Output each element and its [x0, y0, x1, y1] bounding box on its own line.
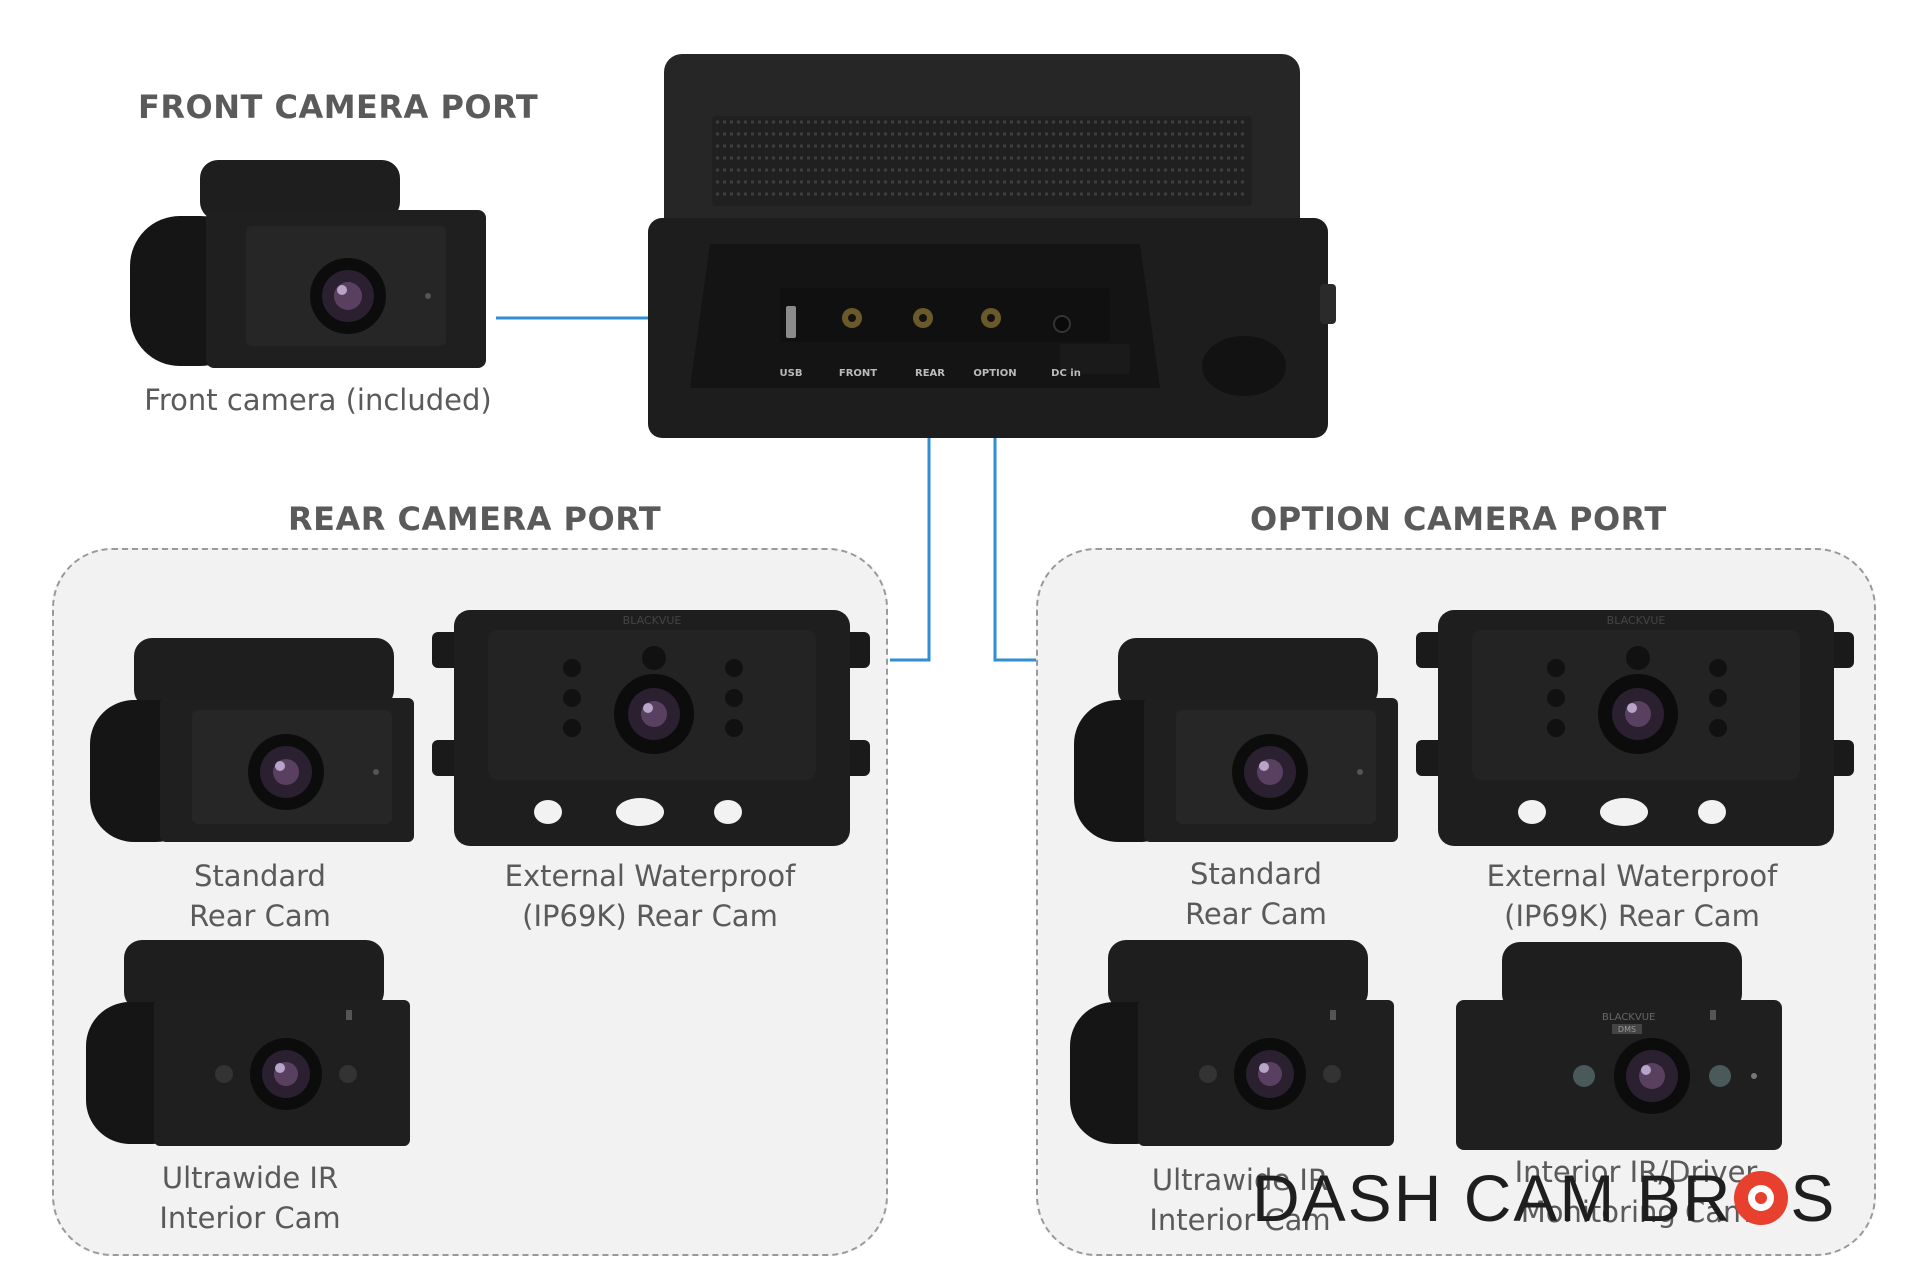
- mount-hole: [1202, 336, 1286, 396]
- rear-port-label: REAR: [915, 368, 945, 379]
- option-standard-cam-caption: Standard Rear Cam: [1106, 854, 1406, 934]
- option-waterproof-cam-caption: External Waterproof (IP69K) Rear Cam: [1452, 856, 1812, 936]
- rear-camera-port-heading: REAR CAMERA PORT: [288, 500, 662, 538]
- option-waterproof-cam-brand: BLACKVUE: [1607, 614, 1666, 627]
- rear-waterproof-cam-brand: BLACKVUE: [623, 614, 682, 627]
- option-connector-line: [993, 390, 1036, 662]
- option-ultrawide-ir-cam-caption-line1: Ultrawide IR: [1151, 1163, 1329, 1197]
- rear-ultrawide-ir-cam-image: [86, 940, 410, 1146]
- rear-standard-cam-image: [90, 638, 414, 842]
- rear-standard-cam-caption-line2: Rear Cam: [189, 899, 331, 933]
- option-port: [981, 308, 1001, 328]
- dash-cam-bros-logo: DASH CAM BR S: [1252, 1160, 1836, 1236]
- rear-connector-line: [890, 390, 931, 662]
- rear-waterproof-cam-caption: External Waterproof (IP69K) Rear Cam: [470, 856, 830, 936]
- logo-text-part1: DASH CAM BR: [1252, 1161, 1733, 1235]
- option-waterproof-cam-caption-line2: (IP69K) Rear Cam: [1504, 899, 1760, 933]
- option-standard-cam-caption-line2: Rear Cam: [1185, 897, 1327, 931]
- hub-device: USB FRONT REAR OPTION DC in: [648, 54, 1336, 438]
- option-ultrawide-ir-cam-caption-line2: Interior Cam: [1149, 1203, 1331, 1237]
- rear-standard-cam-caption-line1: Standard: [194, 859, 326, 893]
- option-ultrawide-ir-cam-image: [1070, 940, 1394, 1146]
- option-waterproof-cam-caption-line1: External Waterproof: [1486, 859, 1778, 893]
- option-dms-cam-brand: BLACKVUE: [1602, 1012, 1655, 1023]
- rear-standard-cam-caption: Standard Rear Cam: [110, 856, 410, 936]
- front-port: [842, 308, 862, 328]
- option-camera-port-heading: OPTION CAMERA PORT: [1250, 500, 1667, 538]
- logo-camera-o-icon: [1734, 1171, 1789, 1225]
- rear-waterproof-cam-caption-line2: (IP69K) Rear Cam: [522, 899, 778, 933]
- option-waterproof-cam-image: BLACKVUE: [1416, 610, 1854, 846]
- sd-slot: [1060, 344, 1130, 374]
- logo-text-part2: S: [1790, 1161, 1837, 1235]
- side-button: [1320, 284, 1336, 324]
- rear-port: [913, 308, 933, 328]
- front-port-label: FRONT: [839, 368, 877, 379]
- option-standard-cam-image: [1074, 638, 1398, 842]
- dc-in-port-label: DC in: [1051, 368, 1081, 379]
- option-port-label: OPTION: [973, 368, 1016, 379]
- option-standard-cam-caption-line1: Standard: [1190, 857, 1322, 891]
- rear-ultrawide-ir-cam-caption: Ultrawide IR Interior Cam: [100, 1158, 400, 1238]
- rear-waterproof-cam-image: BLACKVUE: [432, 610, 870, 846]
- usb-port: [786, 306, 796, 338]
- option-dms-cam-image: BLACKVUE DMS: [1456, 942, 1782, 1150]
- front-camera-caption: Front camera (included): [144, 383, 492, 417]
- option-dms-cam-badge: DMS: [1618, 1025, 1636, 1034]
- option-dms-cam-caption-line1: Interior IR/Driver: [1514, 1155, 1758, 1189]
- dc-in-port: [1053, 315, 1071, 333]
- option-dms-cam-caption-line2: Monitoring Cam: [1520, 1195, 1752, 1229]
- rear-ultrawide-ir-cam-caption-line1: Ultrawide IR: [161, 1161, 339, 1195]
- front-camera-image: [130, 160, 486, 368]
- rear-ultrawide-ir-cam-caption-line2: Interior Cam: [159, 1201, 341, 1235]
- usb-port-label: USB: [780, 368, 803, 379]
- front-camera-port-heading: FRONT CAMERA PORT: [138, 88, 539, 126]
- option-dms-cam-caption: Interior IR/Driver Monitoring Cam: [1476, 1152, 1796, 1232]
- rear-waterproof-cam-caption-line1: External Waterproof: [504, 859, 796, 893]
- option-ultrawide-ir-cam-caption: Ultrawide IR Interior Cam: [1090, 1160, 1390, 1240]
